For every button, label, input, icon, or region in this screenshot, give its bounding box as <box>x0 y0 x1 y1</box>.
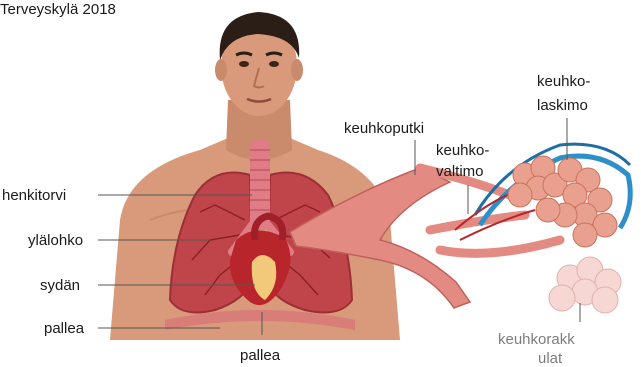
alveoli-cluster-lower <box>549 257 621 313</box>
source-caption: Terveyskylä 2018 <box>0 1 116 18</box>
label-upper-lobe: ylälohko <box>28 232 83 249</box>
label-pulmonary-vein-2: laskimo <box>537 97 588 114</box>
label-pulmonary-artery-1: keuhko- <box>436 142 489 159</box>
label-alveoli-2: ulat <box>538 350 563 367</box>
label-diaphragm-left: pallea <box>44 320 85 337</box>
label-trachea: henkitorvi <box>2 187 66 204</box>
left-eye <box>239 61 249 67</box>
label-alveoli-1: keuhkorakk <box>498 331 575 348</box>
label-heart: sydän <box>40 277 80 294</box>
left-ear <box>215 59 227 81</box>
alveoli-cluster-upper <box>508 156 617 247</box>
label-diaphragm-bottom: pallea <box>240 347 281 364</box>
label-bronchus: keuhkoputki <box>344 120 424 137</box>
right-eye <box>269 61 279 67</box>
label-pulmonary-artery-2: valtimo <box>436 163 484 180</box>
label-pulmonary-vein-1: keuhko- <box>537 73 590 90</box>
right-ear <box>291 59 303 81</box>
